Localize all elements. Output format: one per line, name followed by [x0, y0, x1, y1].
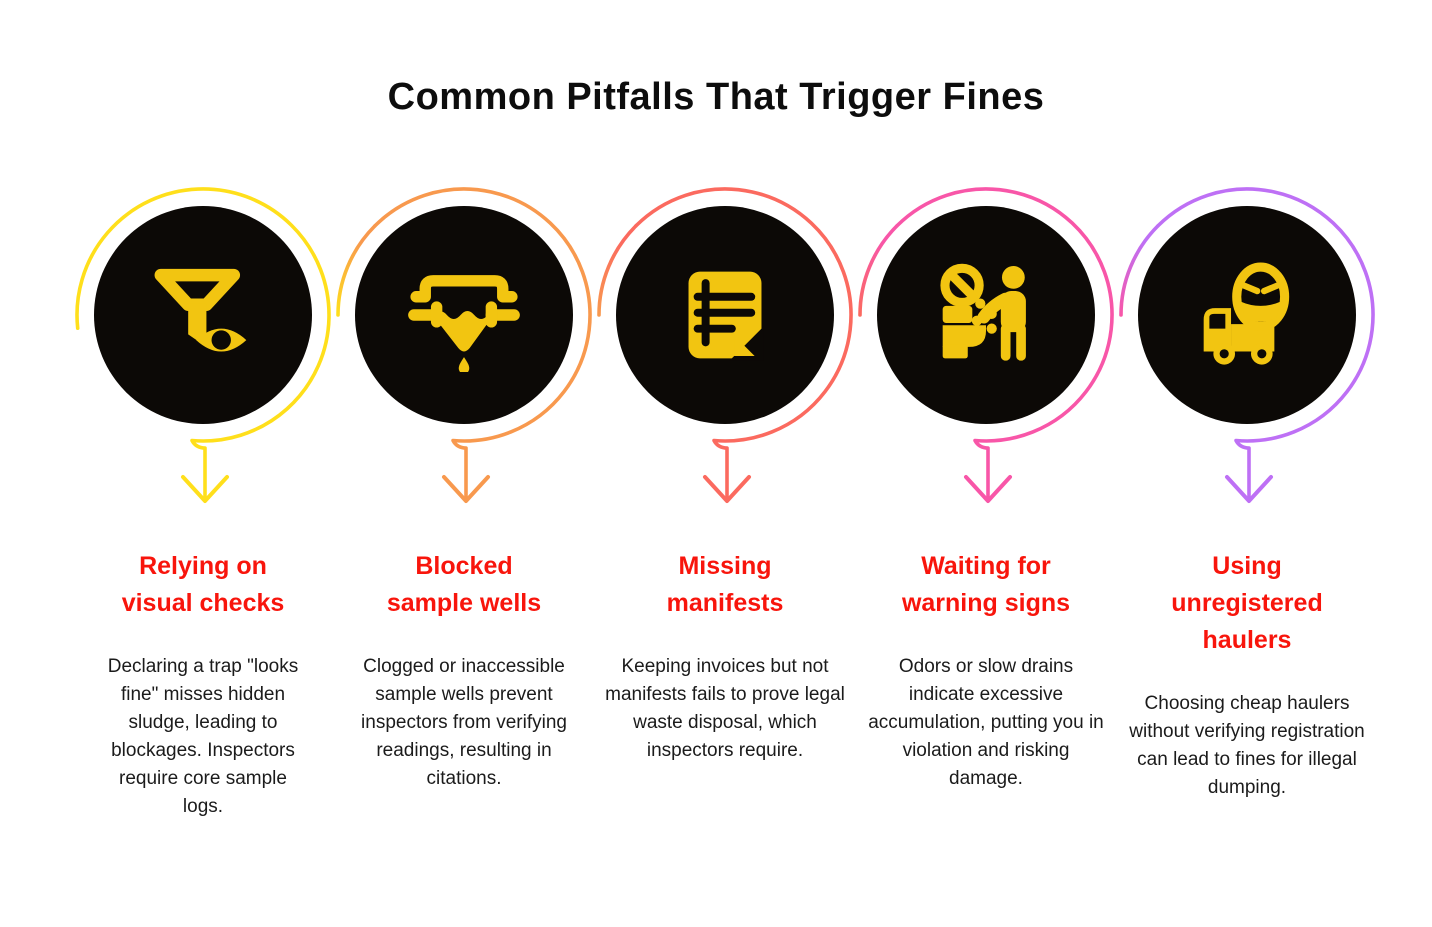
ring-spiral: [75, 187, 331, 502]
ring-arrow-graphic: [594, 180, 856, 520]
manifest-document-icon: [688, 271, 764, 361]
ring-arrow-graphic: [1116, 180, 1378, 520]
pitfall-description: Choosing cheap haulers without verifying…: [1129, 693, 1365, 798]
pitfall-title-line: Using: [1212, 552, 1282, 580]
infographic-title: Common Pitfalls That Trigger Fines: [387, 76, 1045, 118]
pitfall-title: Waiting for warning signs: [855, 548, 1117, 622]
pitfall-title-line: Blocked: [415, 552, 513, 580]
pitfall-item-2: Blocked sample wells Clogged or inaccess…: [333, 180, 595, 793]
unregistered-hauler-truck-icon: [1203, 262, 1290, 365]
clogged-sample-well-icon: [408, 275, 520, 372]
pitfall-title: Relying on visual checks: [72, 548, 334, 622]
pitfall-title-line: manifests: [666, 589, 784, 617]
ring-arrow-graphic: [72, 180, 334, 520]
ring-spiral: [1156, 187, 1375, 502]
pitfall-item-1: Relying on visual checks Declaring a tra…: [72, 180, 334, 821]
ring-tail: [597, 224, 638, 317]
pitfall-title-line: visual checks: [121, 589, 285, 617]
pitfall-title-line: Waiting for: [921, 552, 1051, 580]
pitfall-description: Odors or slow drains indicate excessive …: [868, 656, 1104, 789]
no-flush-warning-icon: [940, 263, 1026, 361]
pitfall-title-line: sample wells: [386, 589, 542, 617]
ring-spiral: [634, 187, 853, 502]
ring-tail: [336, 224, 377, 317]
ring-tail: [858, 224, 899, 317]
pitfall-item-3: Missing manifests Keeping invoices but n…: [594, 180, 856, 765]
ring-arrow-graphic: [855, 180, 1117, 520]
pitfall-title: Using unregistered haulers: [1116, 548, 1378, 659]
pitfall-title: Blocked sample wells: [333, 548, 595, 622]
pitfall-title-line: Missing: [678, 552, 772, 580]
ring-arrow-graphic: [333, 180, 595, 520]
ring-tail: [1119, 224, 1160, 317]
funnel-eye-icon: [154, 268, 247, 352]
pitfall-title-line: haulers: [1202, 626, 1292, 654]
ring-spiral: [373, 187, 592, 502]
pitfall-title-line: unregistered: [1171, 589, 1323, 617]
down-arrow-icon: [703, 475, 751, 503]
ring-spiral: [895, 187, 1114, 502]
pitfall-description: Declaring a trap "looks fine" misses hid…: [107, 656, 299, 817]
pitfall-item-5: Using unregistered haulers Choosing chea…: [1116, 180, 1378, 802]
down-arrow-icon: [442, 475, 490, 503]
down-arrow-icon: [181, 475, 229, 503]
pitfall-item-4: Waiting for warning signs Odors or slow …: [855, 180, 1117, 793]
down-arrow-icon: [1225, 475, 1273, 503]
pitfall-description: Keeping invoices but not manifests fails…: [605, 656, 845, 761]
pitfall-title-line: Relying on: [139, 552, 267, 580]
pitfall-description: Clogged or inaccessible sample wells pre…: [361, 656, 567, 789]
pitfall-title: Missing manifests: [594, 548, 856, 622]
down-arrow-icon: [964, 475, 1012, 503]
pitfall-title-line: warning signs: [901, 589, 1071, 617]
